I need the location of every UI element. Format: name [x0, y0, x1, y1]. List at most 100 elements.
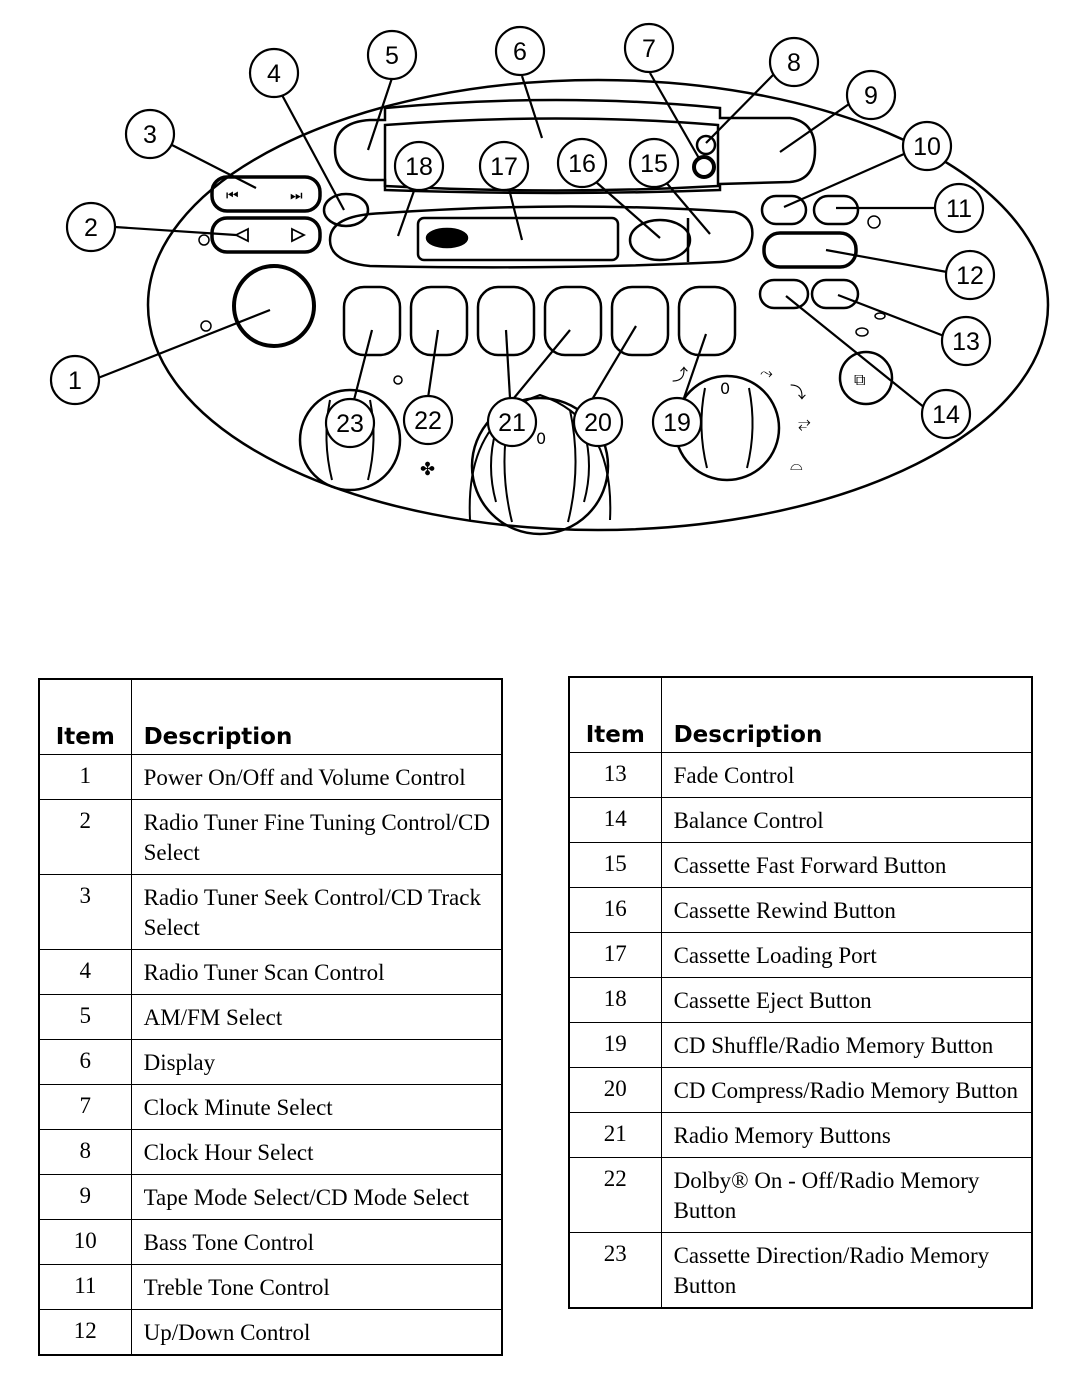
item-number: 12: [38, 1309, 132, 1356]
item-description: Balance Control: [660, 797, 1033, 843]
display-window: [383, 117, 720, 192]
item-description: Clock Minute Select: [130, 1084, 503, 1130]
svg-text:22: 22: [414, 407, 442, 435]
item-number: 14: [568, 797, 662, 843]
leader-line-4: [281, 94, 345, 211]
preset-button-2[interactable]: [409, 285, 469, 357]
callout-19: 19: [651, 396, 703, 448]
item-number: 7: [38, 1084, 132, 1130]
clock-hour-select-button[interactable]: [695, 134, 717, 156]
bilevel-icon: ⤳: [760, 363, 773, 382]
item-number: 20: [568, 1067, 662, 1113]
leader-line-14: [785, 295, 926, 409]
item-number: 13: [568, 752, 662, 798]
item-description: Tape Mode Select/CD Mode Select: [130, 1174, 503, 1220]
scan-button[interactable]: [322, 192, 370, 228]
temperature-scale-arc: [468, 393, 612, 521]
callout-14: 14: [920, 388, 972, 440]
up-down-rocker[interactable]: [762, 231, 858, 269]
rear-defrost-button[interactable]: [838, 350, 894, 406]
cassette-deck: [328, 205, 754, 269]
treble-tone-button[interactable]: [812, 194, 860, 226]
fan-speed-knob-grip: [325, 399, 375, 481]
leader-line-3: [171, 144, 257, 189]
clock-minute-select-button[interactable]: [692, 155, 716, 179]
callout-1: 1: [49, 354, 101, 406]
leader-line-6: [520, 75, 544, 139]
svg-text:9: 9: [864, 82, 878, 110]
cassette-loading-port: [416, 216, 620, 262]
callout-3: 3: [124, 108, 176, 160]
column-header-item: Item: [568, 676, 662, 753]
callout-18: 18: [393, 140, 445, 192]
air-distribution-zero-mark: 0: [720, 379, 730, 398]
item-number: 19: [568, 1022, 662, 1068]
item-number: 8: [38, 1129, 132, 1175]
preset-button-4[interactable]: [543, 285, 603, 357]
indicator-dot: [874, 312, 886, 320]
fade-button[interactable]: [810, 278, 860, 310]
item-number: 11: [38, 1264, 132, 1310]
fan-speed-knob[interactable]: [298, 388, 402, 492]
leader-line-20: [592, 325, 637, 399]
cassette-rewind-button[interactable]: [628, 218, 692, 262]
preset-button-3[interactable]: [476, 285, 536, 357]
power-volume-knob[interactable]: [232, 264, 316, 348]
callout-13: 13: [940, 315, 992, 367]
item-number: 15: [568, 842, 662, 888]
item-description: Clock Hour Select: [130, 1129, 503, 1175]
item-description: Display: [130, 1039, 503, 1085]
seek-rocker[interactable]: [210, 175, 322, 213]
item-description: Cassette Direction/Radio Memory Button: [660, 1232, 1033, 1309]
callout-2: 2: [65, 201, 117, 253]
legend-header-row: Item Description: [38, 678, 503, 755]
column-header-description: Description: [660, 676, 1033, 753]
leader-line-5: [366, 77, 394, 151]
svg-text:16: 16: [568, 150, 596, 178]
preset-button-5[interactable]: [610, 285, 670, 357]
legend-header-row: Item Description: [568, 676, 1033, 753]
svg-text:1: 1: [68, 367, 82, 395]
item-description: CD Shuffle/Radio Memory Button: [660, 1022, 1033, 1068]
tune-rocker[interactable]: [210, 216, 322, 254]
indicator-dot: [393, 375, 403, 385]
temperature-knob[interactable]: [470, 396, 610, 536]
item-number: 4: [38, 949, 132, 995]
callout-11: 11: [933, 182, 985, 234]
item-description: Radio Tuner Seek Control/CD Track Select: [130, 874, 503, 950]
leader-line-10: [783, 152, 905, 209]
ford-logo-icon: [425, 227, 469, 249]
balance-button[interactable]: [758, 278, 810, 310]
item-number: 17: [568, 932, 662, 978]
preset-button-6[interactable]: [677, 285, 737, 357]
rear-defrost-icon: ⧉: [854, 370, 865, 389]
display-bezel: [333, 98, 817, 195]
panel-housing: [146, 78, 1050, 532]
svg-text:14: 14: [932, 401, 960, 429]
svg-text:4: 4: [267, 60, 281, 88]
svg-text:13: 13: [952, 328, 980, 356]
temperature-zero-mark: 0: [536, 429, 546, 448]
bass-tone-button[interactable]: [760, 194, 808, 226]
air-distribution-knob-grip: [700, 387, 754, 469]
item-number: 3: [38, 874, 132, 950]
preset-button-1[interactable]: [342, 285, 402, 357]
item-number: 1: [38, 754, 132, 800]
indicator-dot: [867, 215, 881, 229]
item-description: CD Compress/Radio Memory Button: [660, 1067, 1033, 1113]
